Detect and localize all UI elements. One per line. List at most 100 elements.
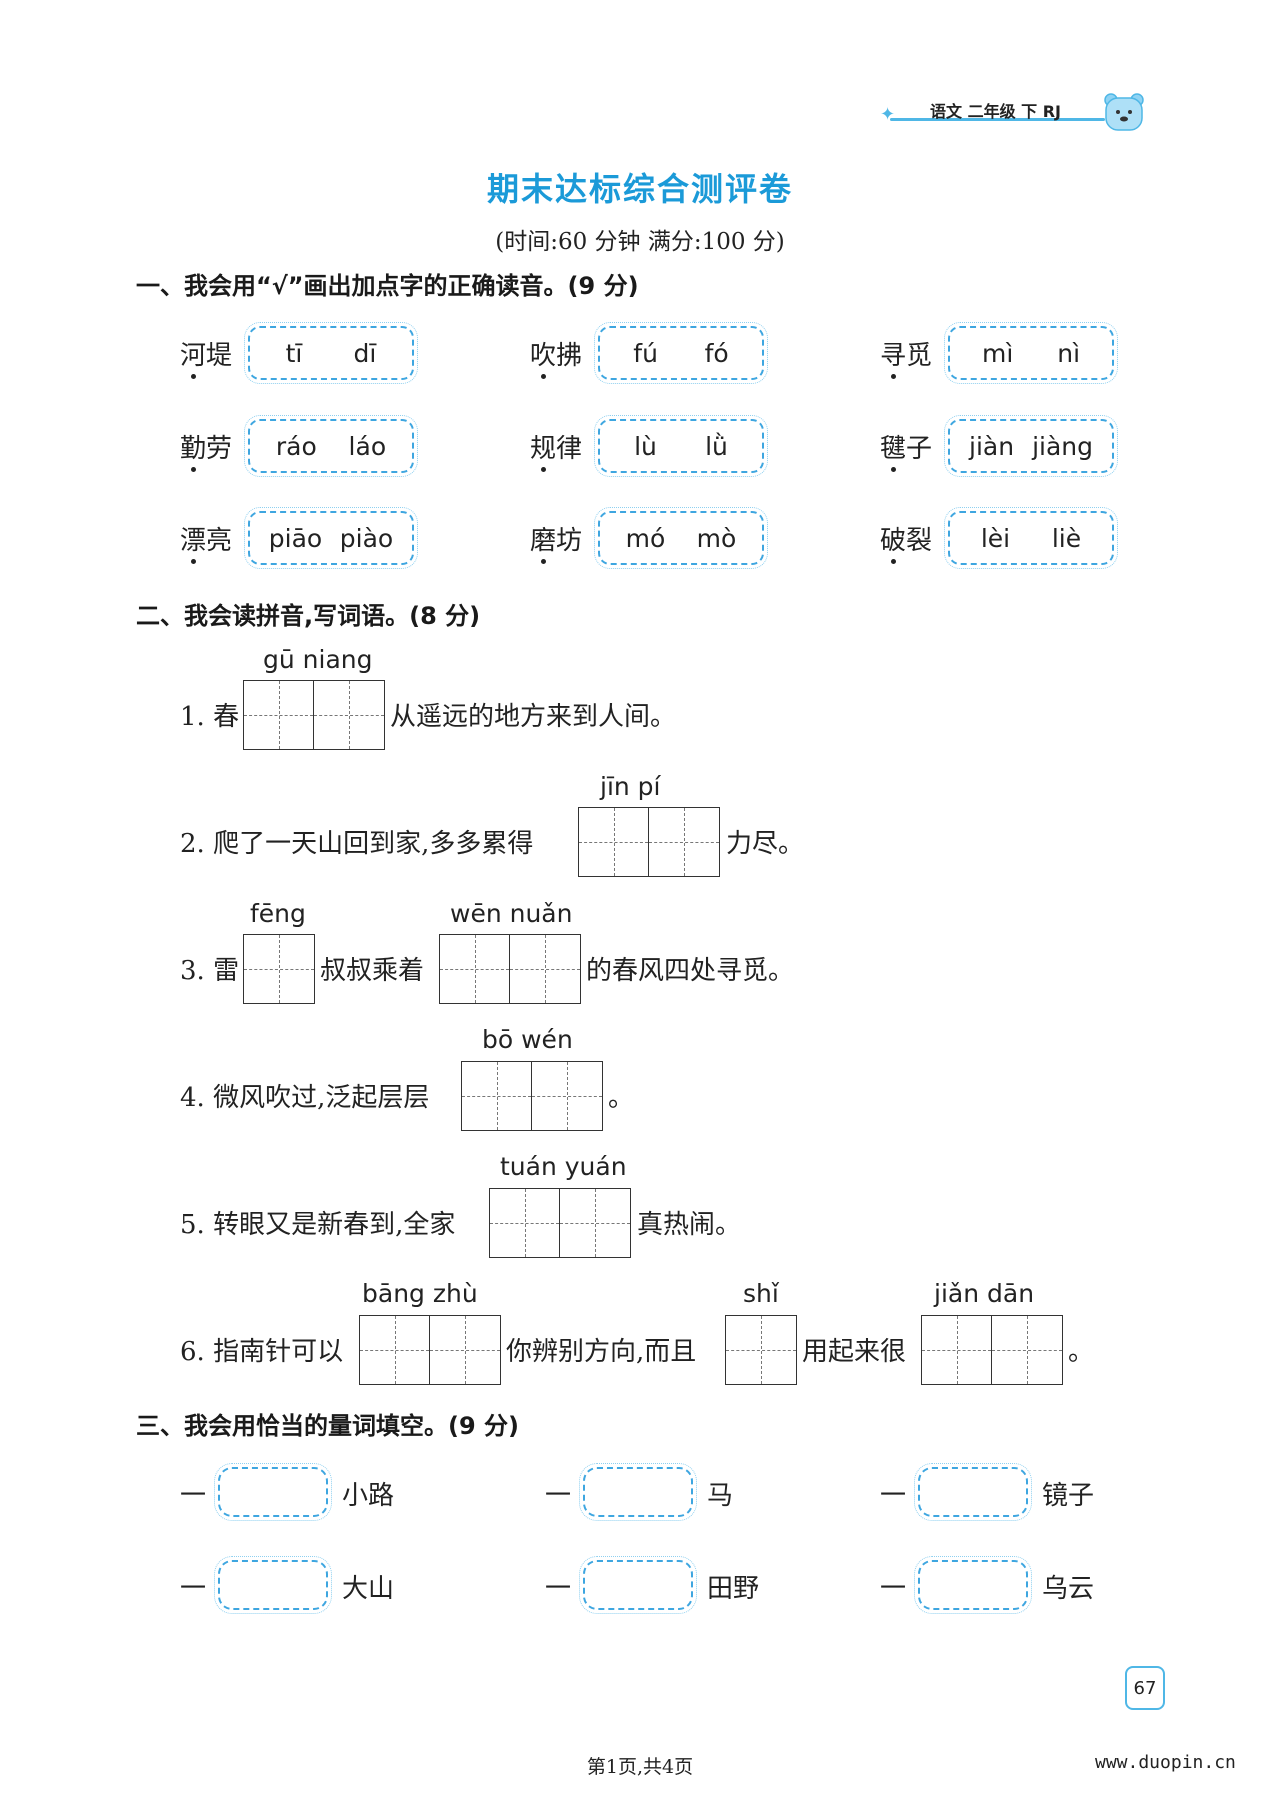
reading-options-box[interactable]: tī dī: [244, 322, 418, 384]
q6-pinyin-1: bāng zhù: [362, 1279, 478, 1308]
measure-noun: 田野: [707, 1574, 760, 1604]
q6-mid-1: 你辨别方向,而且: [506, 1337, 697, 1367]
page-title: 期末达标综合测评卷: [486, 170, 793, 208]
bear-mascot-icon: [1104, 93, 1144, 131]
q6-post: 。: [1068, 1337, 1095, 1367]
measure-noun: 镜子: [1042, 1481, 1095, 1511]
measure-prefix: 一: [880, 1481, 907, 1511]
section1-word: 寻觅: [880, 341, 933, 371]
q3-write-grid-1[interactable]: [243, 934, 315, 1004]
reading-options-box[interactable]: jiàn jiàng: [944, 415, 1118, 477]
emphasis-dot: [541, 559, 546, 564]
q6-pinyin-3: jiǎn dān: [934, 1279, 1035, 1308]
section1-word: 破裂: [880, 526, 933, 556]
q6-write-grid-1[interactable]: [359, 1315, 501, 1385]
emphasis-dot: [891, 467, 896, 472]
q2-post: 力尽。: [726, 829, 805, 859]
emphasis-dot: [891, 559, 896, 564]
q5-pinyin: tuán yuán: [500, 1152, 627, 1181]
section1-word: 漂亮: [180, 526, 233, 556]
q1-pinyin: gū niang: [263, 645, 373, 674]
reading-option[interactable]: nì: [1057, 338, 1081, 368]
q6-mid-2: 用起来很: [802, 1337, 907, 1367]
q3-post: 的春风四处寻觅。: [586, 956, 795, 986]
emphasis-dot: [541, 467, 546, 472]
measure-word-input[interactable]: [579, 1556, 697, 1614]
reading-option[interactable]: ráo: [275, 431, 317, 461]
reading-options-box[interactable]: fú fó: [594, 322, 768, 384]
q2-pre: 2. 爬了一天山回到家,多多累得: [180, 829, 534, 859]
section1-word: 毽子: [880, 434, 933, 464]
footer-url: www.duopin.cn: [1095, 1752, 1236, 1773]
q1-post: 从遥远的地方来到人间。: [390, 702, 677, 732]
reading-option[interactable]: piào: [339, 523, 394, 553]
q4-pinyin: bō wén: [482, 1025, 573, 1054]
q2-write-grid[interactable]: [578, 807, 720, 877]
reading-option[interactable]: lèi: [980, 523, 1011, 553]
exam-info: (时间:60 分钟 满分:100 分): [495, 229, 785, 255]
measure-word-input[interactable]: [214, 1556, 332, 1614]
emphasis-dot: [541, 374, 546, 379]
q6-write-grid-3[interactable]: [921, 1315, 1063, 1385]
measure-prefix: 一: [545, 1481, 572, 1511]
measure-prefix: 一: [545, 1574, 572, 1604]
reading-options-box[interactable]: lèi liè: [944, 507, 1118, 569]
reading-option[interactable]: mì: [981, 338, 1014, 368]
star-icon: ✦: [880, 104, 896, 125]
measure-word-input[interactable]: [214, 1463, 332, 1521]
q3-pinyin-1: fēng: [250, 899, 306, 928]
measure-prefix: 一: [880, 1574, 907, 1604]
emphasis-dot: [191, 559, 196, 564]
measure-word-input[interactable]: [914, 1463, 1032, 1521]
reading-option[interactable]: jiàng: [1032, 431, 1093, 461]
emphasis-dot: [191, 467, 196, 472]
page-number: 67: [1125, 1666, 1165, 1710]
q5-write-grid[interactable]: [489, 1188, 631, 1258]
reading-option[interactable]: lǜ: [705, 431, 728, 461]
q6-pre: 6. 指南针可以: [180, 1337, 344, 1367]
reading-options-box[interactable]: piāo piào: [244, 507, 418, 569]
reading-option[interactable]: piāo: [268, 523, 323, 553]
q3-mid: 叔叔乘着: [320, 956, 425, 986]
reading-option[interactable]: liè: [1051, 523, 1082, 553]
section1-heading: 一、我会用“√”画出加点字的正确读音。(9 分): [136, 272, 639, 300]
reading-option[interactable]: mò: [696, 523, 737, 553]
reading-option[interactable]: tī: [285, 338, 303, 368]
measure-noun: 大山: [342, 1574, 395, 1604]
measure-noun: 马: [707, 1481, 734, 1511]
reading-options-box[interactable]: ráo láo: [244, 415, 418, 477]
section1-word: 吹拂: [530, 341, 583, 371]
section1-word: 磨坊: [530, 526, 583, 556]
header-line: [890, 118, 1105, 121]
reading-option[interactable]: láo: [348, 431, 387, 461]
q3-write-grid-2[interactable]: [439, 934, 581, 1004]
reading-option[interactable]: fó: [704, 338, 729, 368]
reading-options-box[interactable]: lù lǜ: [594, 415, 768, 477]
section1-word: 河堤: [180, 341, 233, 371]
q2-pinyin: jīn pí: [600, 772, 661, 801]
measure-noun: 乌云: [1042, 1574, 1095, 1604]
q1-write-grid[interactable]: [243, 680, 385, 750]
reading-option[interactable]: jiàn: [969, 431, 1015, 461]
q4-write-grid[interactable]: [461, 1061, 603, 1131]
reading-option[interactable]: mó: [625, 523, 666, 553]
reading-option[interactable]: lù: [634, 431, 657, 461]
emphasis-dot: [891, 374, 896, 379]
q1-pre: 1. 春: [180, 702, 240, 732]
reading-option[interactable]: dī: [353, 338, 377, 368]
measure-noun: 小路: [342, 1481, 395, 1511]
reading-option[interactable]: fú: [633, 338, 658, 368]
q5-pre: 5. 转眼又是新春到,全家: [180, 1210, 456, 1240]
measure-word-input[interactable]: [914, 1556, 1032, 1614]
measure-prefix: 一: [180, 1574, 207, 1604]
q6-pinyin-2: shǐ: [743, 1279, 779, 1308]
measure-word-input[interactable]: [579, 1463, 697, 1521]
q6-write-grid-2[interactable]: [725, 1315, 797, 1385]
emphasis-dot: [191, 374, 196, 379]
section3-heading: 三、我会用恰当的量词填空。(9 分): [136, 1412, 519, 1440]
q4-post: 。: [608, 1083, 635, 1113]
measure-prefix: 一: [180, 1481, 207, 1511]
reading-options-box[interactable]: mì nì: [944, 322, 1118, 384]
q3-pinyin-2: wēn nuǎn: [450, 899, 573, 928]
